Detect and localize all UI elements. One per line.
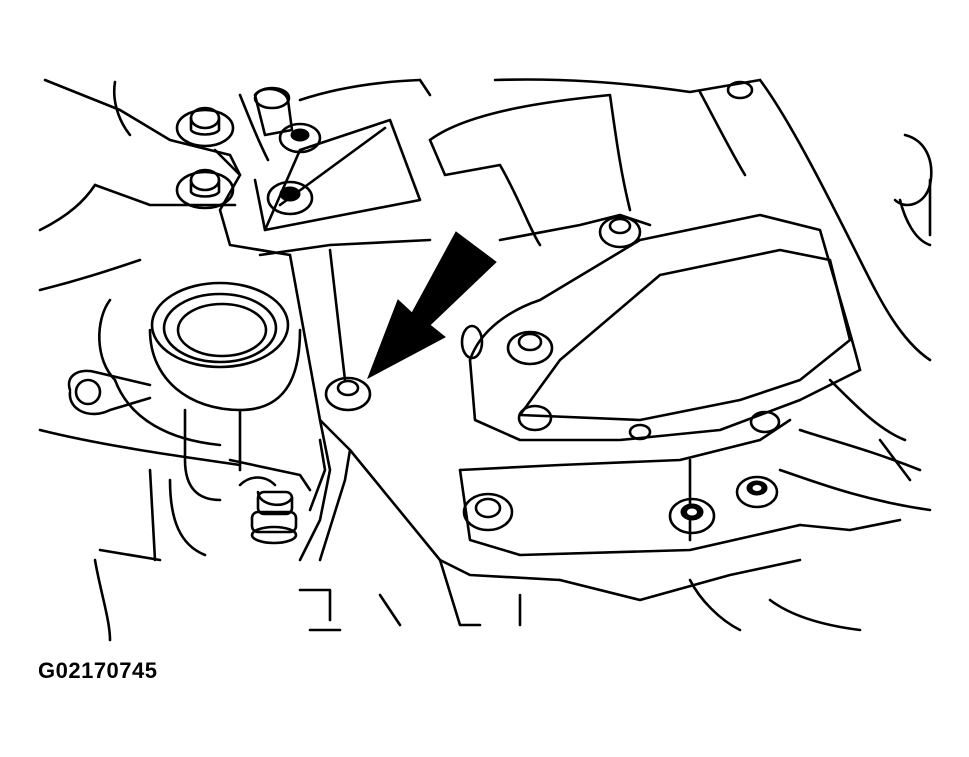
bolt-dark-1 (278, 122, 322, 154)
bolt-pan-1 (598, 215, 642, 249)
bolt-pan-3 (517, 404, 553, 432)
oil-pan (428, 93, 922, 557)
bolt-upper-left-1 (175, 106, 235, 148)
housing-outline (38, 78, 933, 362)
ring-top-right (726, 80, 754, 100)
sensor-connector (228, 438, 327, 545)
bolt-pan-5 (628, 423, 652, 441)
lower-housing (38, 428, 932, 642)
ring-right-edge (460, 324, 484, 360)
arrow-pointer-icon (367, 231, 497, 380)
bolt-upper-left-2 (175, 168, 235, 210)
bolt-pan-2 (506, 330, 554, 366)
bolt-lower-1 (462, 492, 514, 532)
seal-housing (67, 281, 302, 562)
bolt-lower-2 (668, 497, 716, 535)
target-bolt (324, 376, 372, 412)
center-plate (288, 248, 562, 582)
bolts (175, 80, 781, 535)
bolt-pan-4 (749, 410, 781, 434)
bolt-lower-3 (735, 475, 779, 509)
bolt-dark-2 (266, 180, 314, 216)
figure-code: G02170745 (38, 658, 158, 683)
